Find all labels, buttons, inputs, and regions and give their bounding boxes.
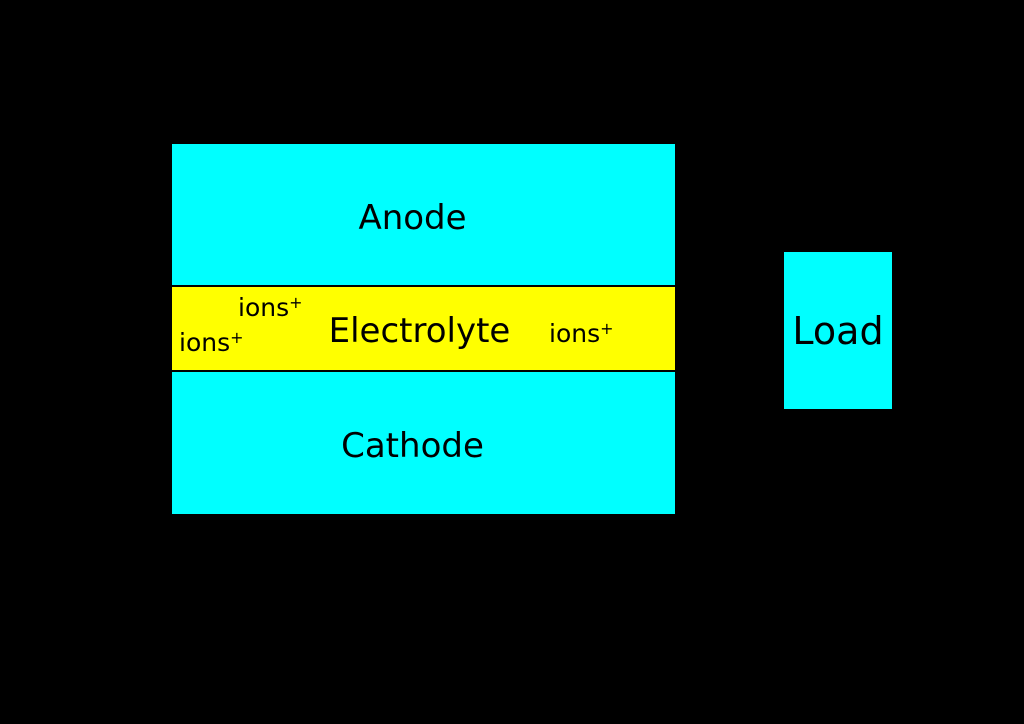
ion-marker-charge: + [230, 328, 244, 347]
ion-marker: ions+ [549, 319, 614, 348]
cathode-layer: Cathode [172, 372, 675, 514]
cathode-label: Cathode [341, 426, 484, 466]
electrolyte-layer: ions+ ions+ Electrolyte ions+ [172, 287, 675, 370]
load-label: Load [792, 308, 884, 353]
cell-stack: Anode ions+ ions+ Electrolyte ions+ Cath… [172, 144, 675, 514]
ion-marker-text: ions [238, 293, 290, 322]
ion-marker-text: ions [549, 319, 601, 348]
ion-marker-charge: + [600, 319, 614, 338]
load-box: Load [782, 250, 894, 411]
ion-marker: ions+ [179, 328, 244, 357]
electrolyte-label: Electrolyte [328, 310, 511, 351]
anode-layer: Anode [172, 144, 675, 285]
anode-label: Anode [358, 197, 467, 238]
ion-marker-text: ions [179, 328, 231, 357]
ion-marker: ions+ [238, 293, 303, 322]
ion-marker-charge: + [289, 293, 303, 312]
